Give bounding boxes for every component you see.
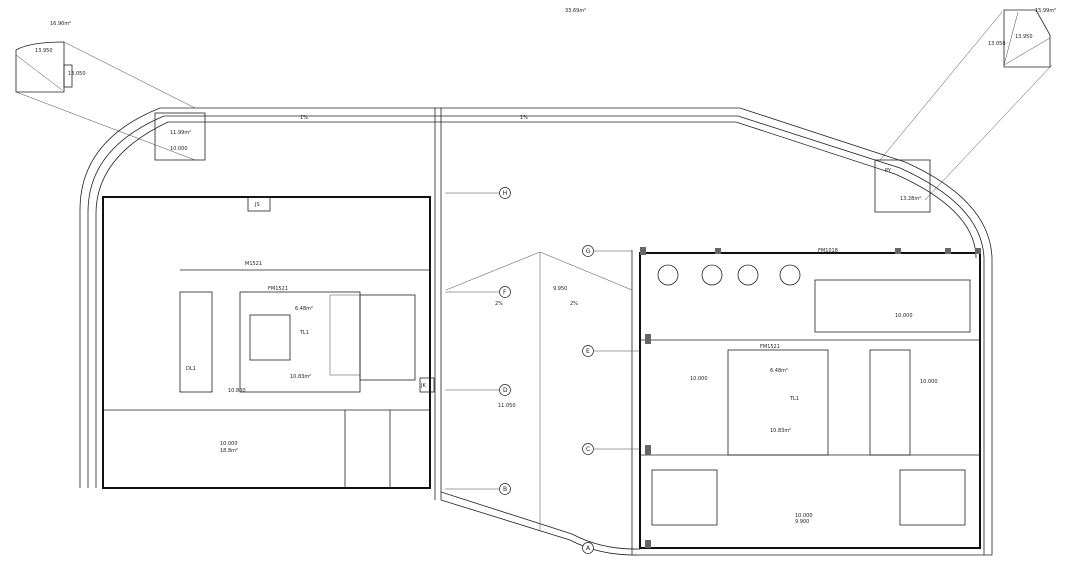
elevation-label: 10.000	[920, 379, 938, 385]
detail-top-left: 16.90m² 13.950 13.050	[15, 21, 196, 161]
right-building: 10.000 10.000 10.000 10.000 9.900 6.48m²…	[639, 168, 981, 549]
elevation-label: 13.950	[1015, 34, 1033, 40]
area-label: 10.83m²	[290, 374, 311, 380]
grid-bubble-d: D	[503, 387, 508, 394]
door-tag: FM1521	[760, 344, 780, 350]
outer-boundary	[79, 107, 993, 556]
elevation-label: 13.050	[988, 41, 1006, 47]
grid-bubble-f: F	[503, 289, 507, 296]
door-tag: M1521	[245, 261, 262, 267]
grid-bubble-g: G	[586, 248, 591, 255]
slope-label: 1%	[520, 115, 528, 121]
tag: JK	[420, 383, 426, 389]
area-label: 13.28m²	[900, 196, 921, 202]
tag: TL1	[789, 396, 799, 402]
tag: DL1	[186, 366, 196, 372]
detail-top-right: 15.99m² 13.950 13.050	[879, 8, 1056, 201]
grid-bubble-c: C	[586, 446, 590, 453]
area-label: 11.99m²	[170, 130, 191, 136]
grid-bubble-h: H	[503, 190, 508, 197]
elevation-label: 9.900	[795, 519, 809, 525]
elevation-label: 13.050	[68, 71, 86, 77]
grid-bubble-a: A	[586, 545, 591, 552]
area-label: 6.48m²	[770, 368, 788, 374]
area-label: 15.99m²	[1035, 8, 1056, 14]
slope-label: 2%	[570, 301, 578, 307]
door-tag: FM1521	[268, 286, 288, 292]
table-group	[657, 264, 801, 286]
area-label: 10.83m²	[770, 428, 791, 434]
elevation-label: 10.000	[895, 313, 913, 319]
tag: JS	[254, 202, 260, 208]
elevation-label: 9.950	[553, 286, 567, 292]
grid-bubble-e: E	[586, 348, 590, 355]
elevation-label: 11.050	[498, 403, 516, 409]
elevation-label: 13.950	[35, 48, 53, 54]
tag: PY	[885, 168, 892, 174]
area-label: 33.69m²	[565, 8, 586, 14]
room-left-roof	[154, 112, 206, 161]
elevation-label: 10.800	[228, 388, 246, 394]
tag: TL1	[299, 330, 309, 336]
elevation-label: 10.000	[170, 146, 188, 152]
area-label: 18.8m²	[220, 448, 238, 454]
area-label: 16.90m²	[50, 21, 71, 27]
columns	[640, 247, 981, 548]
left-building: FM1521 M1521 TL1 6.48m² 10.83m² 10.800 1…	[102, 196, 435, 489]
elevation-label: 10.000	[220, 441, 238, 447]
area-label: 6.48m²	[295, 306, 313, 312]
elevation-label: 10.000	[795, 513, 813, 519]
elevation-label: 10.000	[690, 376, 708, 382]
grid-bubble-b: B	[503, 486, 507, 493]
room-right-roof	[874, 159, 931, 213]
slope-label: 2%	[495, 301, 503, 307]
slope-label: 1%	[300, 115, 308, 121]
door-tag: FM1018	[818, 248, 838, 254]
grid-axes: H G F E D C B A	[445, 187, 640, 554]
